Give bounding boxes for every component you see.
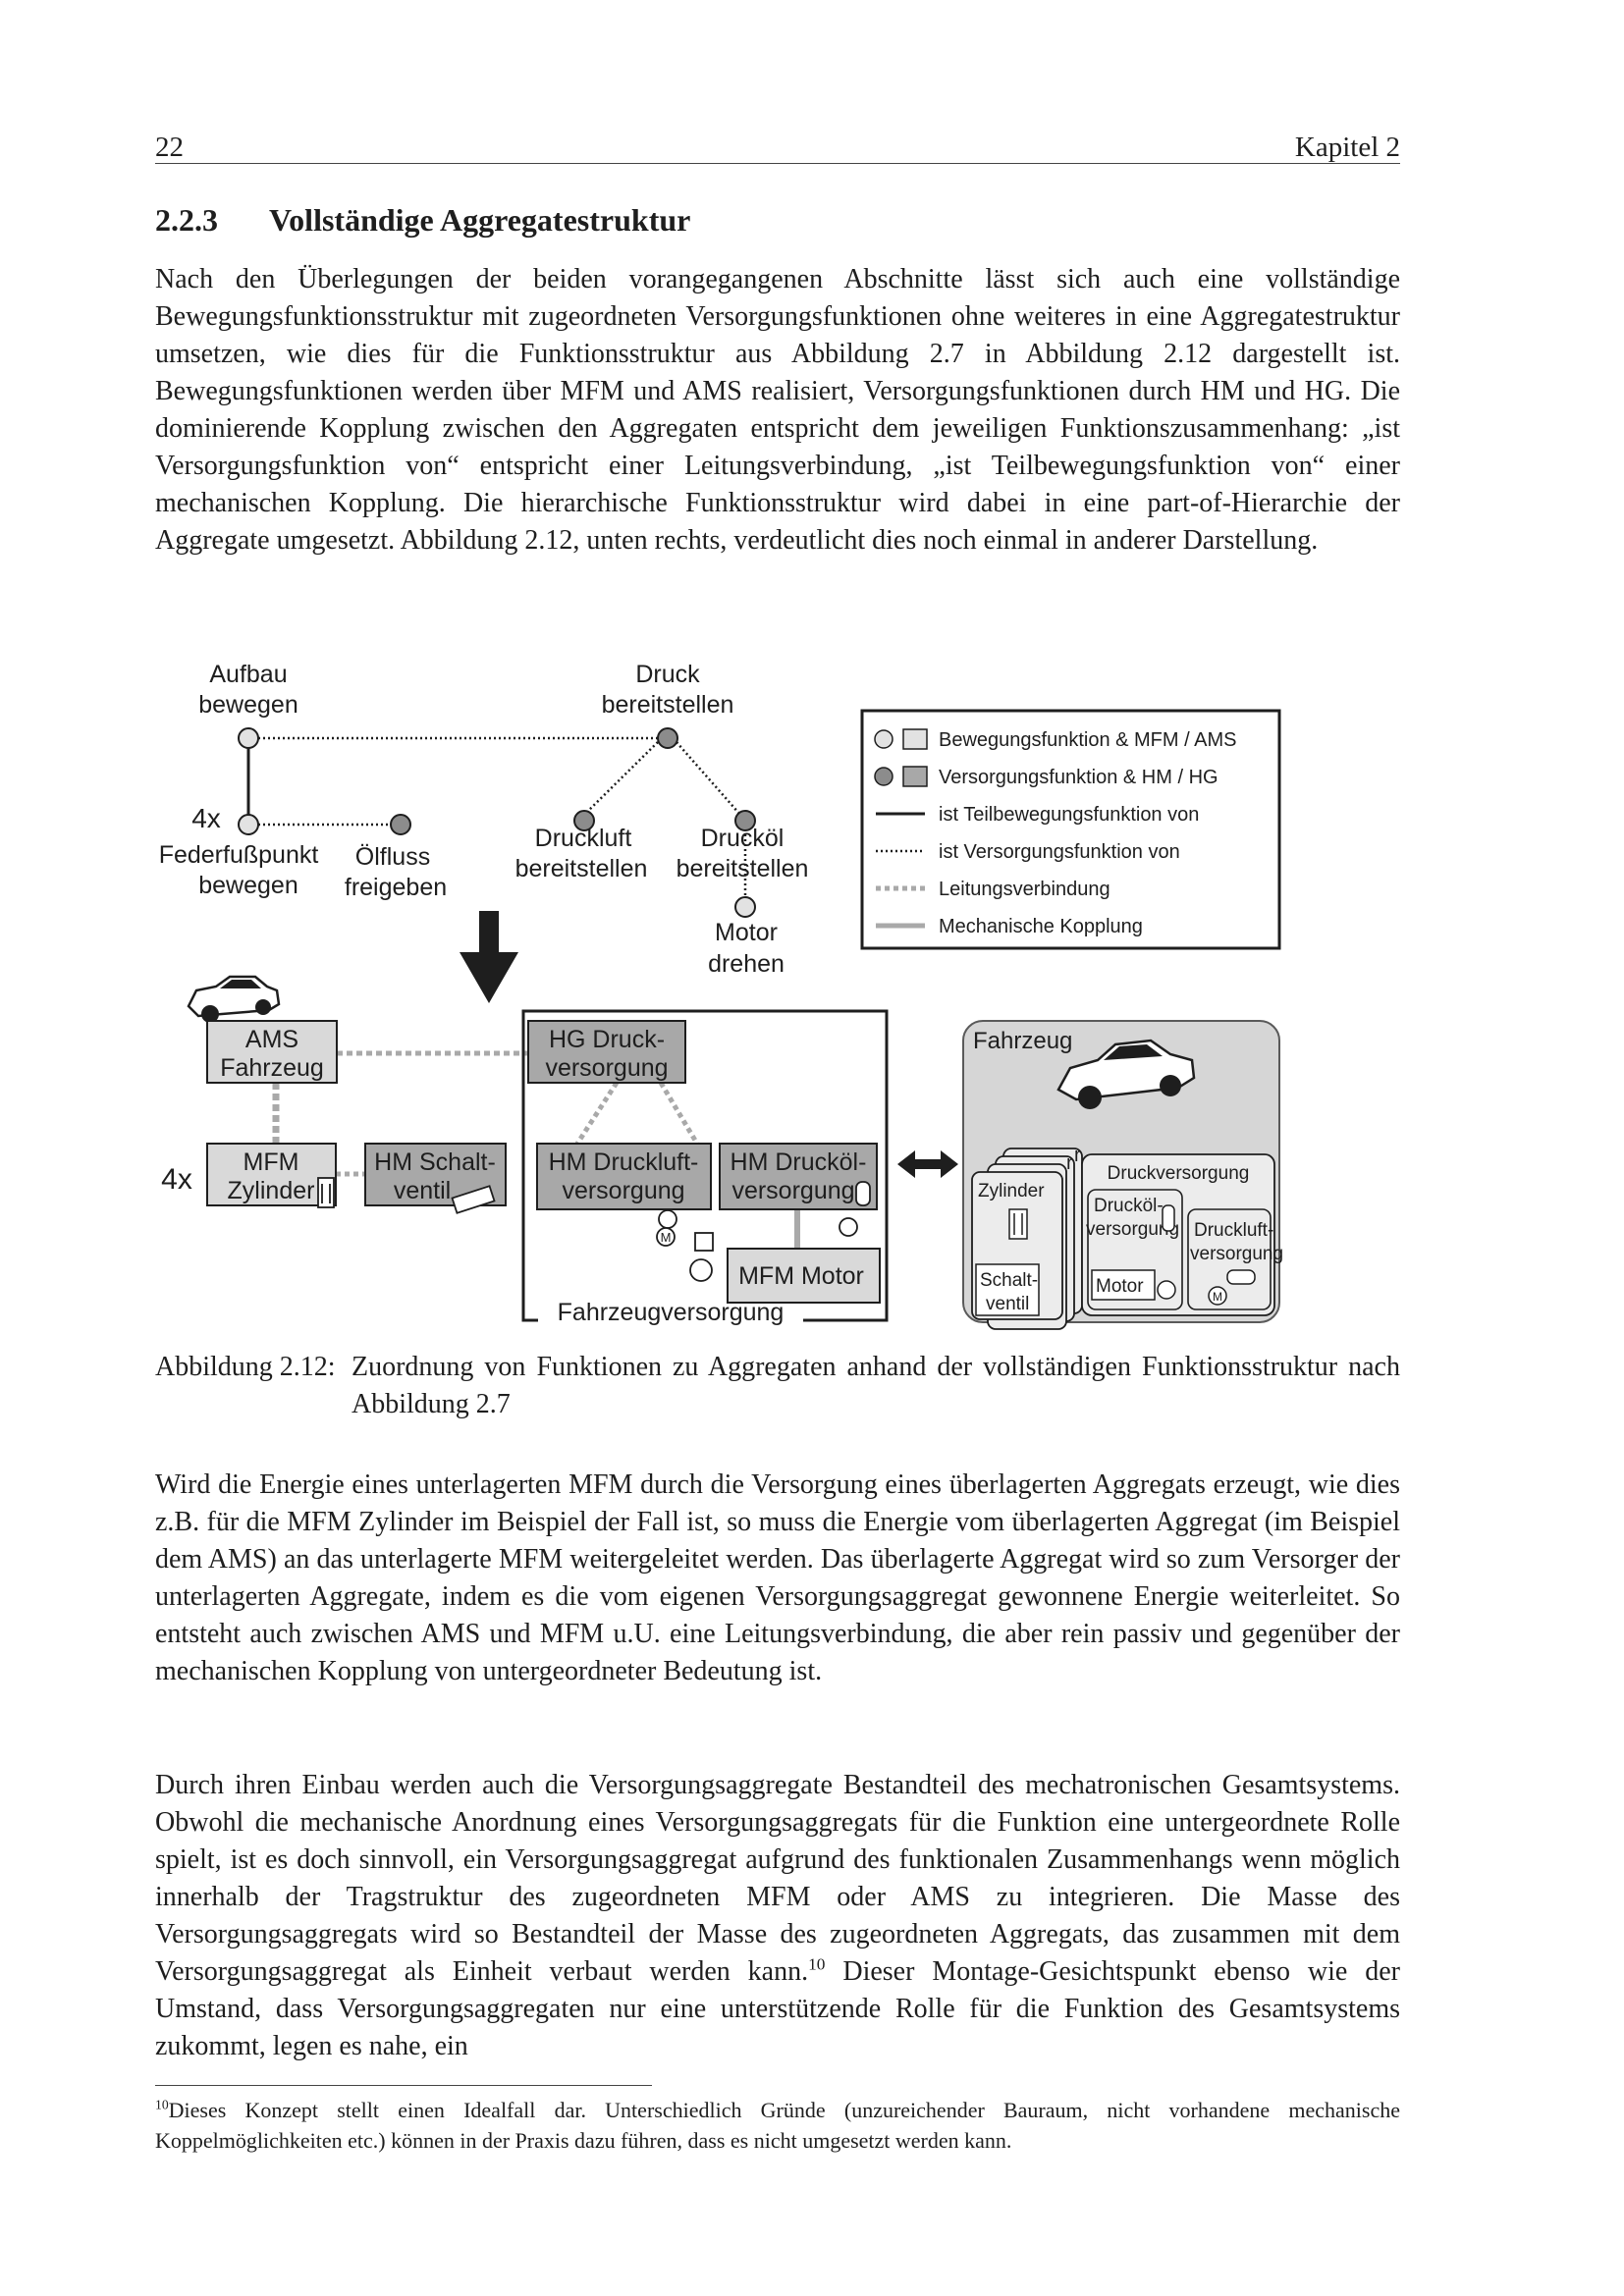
caption-label: Abbildung 2.12: bbox=[155, 1352, 336, 1382]
label-aufbau-2: bewegen bbox=[198, 691, 298, 719]
druckoel-label-2: versorgung bbox=[1086, 1219, 1179, 1240]
footnote-reference[interactable]: 10 bbox=[808, 1954, 826, 1974]
footnote: 10Dieses Konzept stellt einen Idealfall … bbox=[155, 2095, 1400, 2156]
running-header: 22 Kapitel 2 bbox=[155, 124, 1400, 164]
label-oelfluss-2: freigeben bbox=[345, 874, 447, 901]
page-number: 22 bbox=[155, 132, 184, 163]
label-motor-1: Motor bbox=[715, 919, 778, 946]
label-druckoel-2: bereitstellen bbox=[677, 855, 809, 882]
figure-diagram: Aufbau bewegen Druck bereitstellen 4x Fe… bbox=[159, 661, 1283, 1335]
hm-luft-label-1: HM Druckluft- bbox=[549, 1148, 699, 1176]
legend-item-1: Bewegungsfunktion & MFM / AMS bbox=[939, 729, 1236, 751]
stack-letter-1: r bbox=[1066, 1152, 1073, 1174]
hm-oel-label-1: HM Drucköl- bbox=[731, 1148, 867, 1176]
double-arrow-icon bbox=[897, 1150, 958, 1178]
label-aufbau-1: Aufbau bbox=[209, 661, 287, 688]
aggregate-multiplier-4x: 4x bbox=[161, 1163, 192, 1196]
node-druck bbox=[657, 727, 678, 749]
motor-symbol-right: M bbox=[1213, 1290, 1222, 1304]
section-heading: 2.2.3 Vollständige Aggregatestruktur bbox=[155, 202, 690, 239]
component-symbols bbox=[317, 1177, 871, 1282]
motor-label: Motor bbox=[1096, 1276, 1144, 1297]
node-druckoel bbox=[734, 810, 756, 831]
paragraph-3-text-a: Durch ihren Einbau werden auch die Verso… bbox=[155, 1770, 1400, 1987]
mfm-zyl-label-2: Zylinder bbox=[228, 1177, 315, 1204]
node-motor bbox=[734, 896, 756, 918]
druckluft-label-2: versorgung bbox=[1190, 1244, 1283, 1264]
section-number: 2.2.3 bbox=[155, 202, 218, 238]
label-motor-2: drehen bbox=[708, 950, 785, 978]
aggregate-structure: M AMS Fahrzeug 4x MFM Zylinder HM Schalt… bbox=[161, 975, 889, 1335]
car-icon bbox=[187, 975, 281, 1023]
hm-luft-label-2: versorgung bbox=[562, 1177, 684, 1204]
down-arrow-icon bbox=[460, 911, 518, 1003]
footnote-mark: 10 bbox=[155, 2097, 169, 2112]
label-multiplier-4x: 4x bbox=[191, 803, 221, 833]
box-hm-druckluft bbox=[536, 1143, 712, 1210]
label-oelfluss-1: Ölfluss bbox=[355, 843, 430, 871]
label-druck-1: Druck bbox=[635, 661, 700, 688]
box-hg-druckversorgung bbox=[527, 1020, 686, 1084]
vehicle-car-icon bbox=[1056, 1039, 1196, 1109]
function-tree-links bbox=[246, 736, 747, 898]
druckoel-label-1: Drucköl- bbox=[1094, 1196, 1164, 1216]
legend-item-3: ist Teilbewegungsfunktion von bbox=[939, 804, 1199, 826]
box-mfm-zylinder bbox=[206, 1143, 337, 1206]
legend-dark-node-icon bbox=[874, 767, 893, 786]
node-druckluft bbox=[573, 810, 595, 831]
paragraph-2: Wird die Energie eines unterlagerten MFM… bbox=[155, 1469, 1400, 1686]
card-schalt-label-1: Schalt- bbox=[980, 1270, 1038, 1291]
legend-item-5: Leitungsverbindung bbox=[939, 879, 1110, 900]
figure-2-12: Aufbau bewegen Druck bereitstellen 4x Fe… bbox=[155, 648, 1284, 1335]
node-federfuss bbox=[238, 814, 259, 835]
label-druck-2: bereitstellen bbox=[602, 691, 734, 719]
legend-dark-box-icon bbox=[902, 766, 928, 787]
legend-item-6: Mechanische Kopplung bbox=[939, 916, 1143, 937]
node-oelfluss bbox=[390, 814, 411, 835]
mfm-motor-label: MFM Motor bbox=[738, 1262, 864, 1290]
hm-oel-label-2: versorgung bbox=[731, 1177, 854, 1204]
label-federfuss-2: bewegen bbox=[198, 872, 298, 899]
legend-item-2: Versorgungsfunktion & HM / HG bbox=[939, 767, 1218, 788]
footnote-text: Dieses Konzept stellt einen Idealfall da… bbox=[155, 2098, 1400, 2153]
ams-label-1: AMS bbox=[245, 1026, 298, 1053]
footnote-rule bbox=[155, 2085, 652, 2086]
frame-label-fahrzeugversorgung: Fahrzeugversorgung bbox=[558, 1299, 785, 1326]
legend-light-box-icon bbox=[902, 728, 928, 750]
node-aufbau bbox=[238, 727, 259, 749]
box-hm-druckoel bbox=[719, 1143, 878, 1210]
paragraph-3-text-b: Dieser Montage-Gesichtspunkt ebenso wie … bbox=[155, 1956, 1400, 2061]
paragraph-3: Durch ihren Einbau werden auch die Verso… bbox=[155, 1767, 1400, 2065]
druckversorgung-label: Druckversorgung bbox=[1108, 1163, 1250, 1184]
label-druckluft-2: bereitstellen bbox=[515, 855, 648, 882]
ams-label-2: Fahrzeug bbox=[220, 1054, 324, 1082]
section-title: Vollständige Aggregatestruktur bbox=[269, 202, 691, 238]
hg-label-2: versorgung bbox=[545, 1054, 668, 1082]
hg-label-1: HG Druck- bbox=[549, 1026, 665, 1053]
label-federfuss-1: Federfußpunkt bbox=[159, 841, 319, 869]
hm-schalt-label-2: ventil bbox=[394, 1177, 451, 1204]
card-schalt-label-2: ventil bbox=[986, 1294, 1029, 1314]
legend-light-node-icon bbox=[874, 729, 893, 749]
paragraph-1: Nach den Überlegungen der beiden vorange… bbox=[155, 264, 1400, 556]
vehicle-panel: Fahrzeug r r Zylinder Sch bbox=[962, 1020, 1283, 1330]
druckluft-label-1: Druckluft- bbox=[1194, 1220, 1273, 1241]
vehicle-title: Fahrzeug bbox=[973, 1028, 1072, 1054]
mfm-zyl-label-1: MFM bbox=[244, 1148, 299, 1176]
function-tree: Aufbau bewegen Druck bereitstellen 4x Fe… bbox=[159, 661, 809, 978]
caption-text: Zuordnung von Funktionen zu Aggregaten a… bbox=[352, 1352, 1400, 1419]
function-nodes bbox=[238, 727, 756, 918]
box-ams-fahrzeug bbox=[206, 1020, 338, 1084]
legend: Bewegungsfunktion & MFM / AMS Versorgung… bbox=[860, 709, 1281, 950]
chapter-title: Kapitel 2 bbox=[1294, 132, 1400, 163]
motor-symbol-left: M bbox=[661, 1230, 672, 1245]
hm-schalt-label-1: HM Schalt- bbox=[374, 1148, 496, 1176]
box-mfm-motor bbox=[727, 1248, 881, 1304]
card-zylinder-label: Zylinder bbox=[978, 1181, 1045, 1201]
stack-letter-2: r bbox=[1074, 1145, 1081, 1166]
legend-item-4: ist Versorgungsfunktion von bbox=[939, 841, 1180, 863]
